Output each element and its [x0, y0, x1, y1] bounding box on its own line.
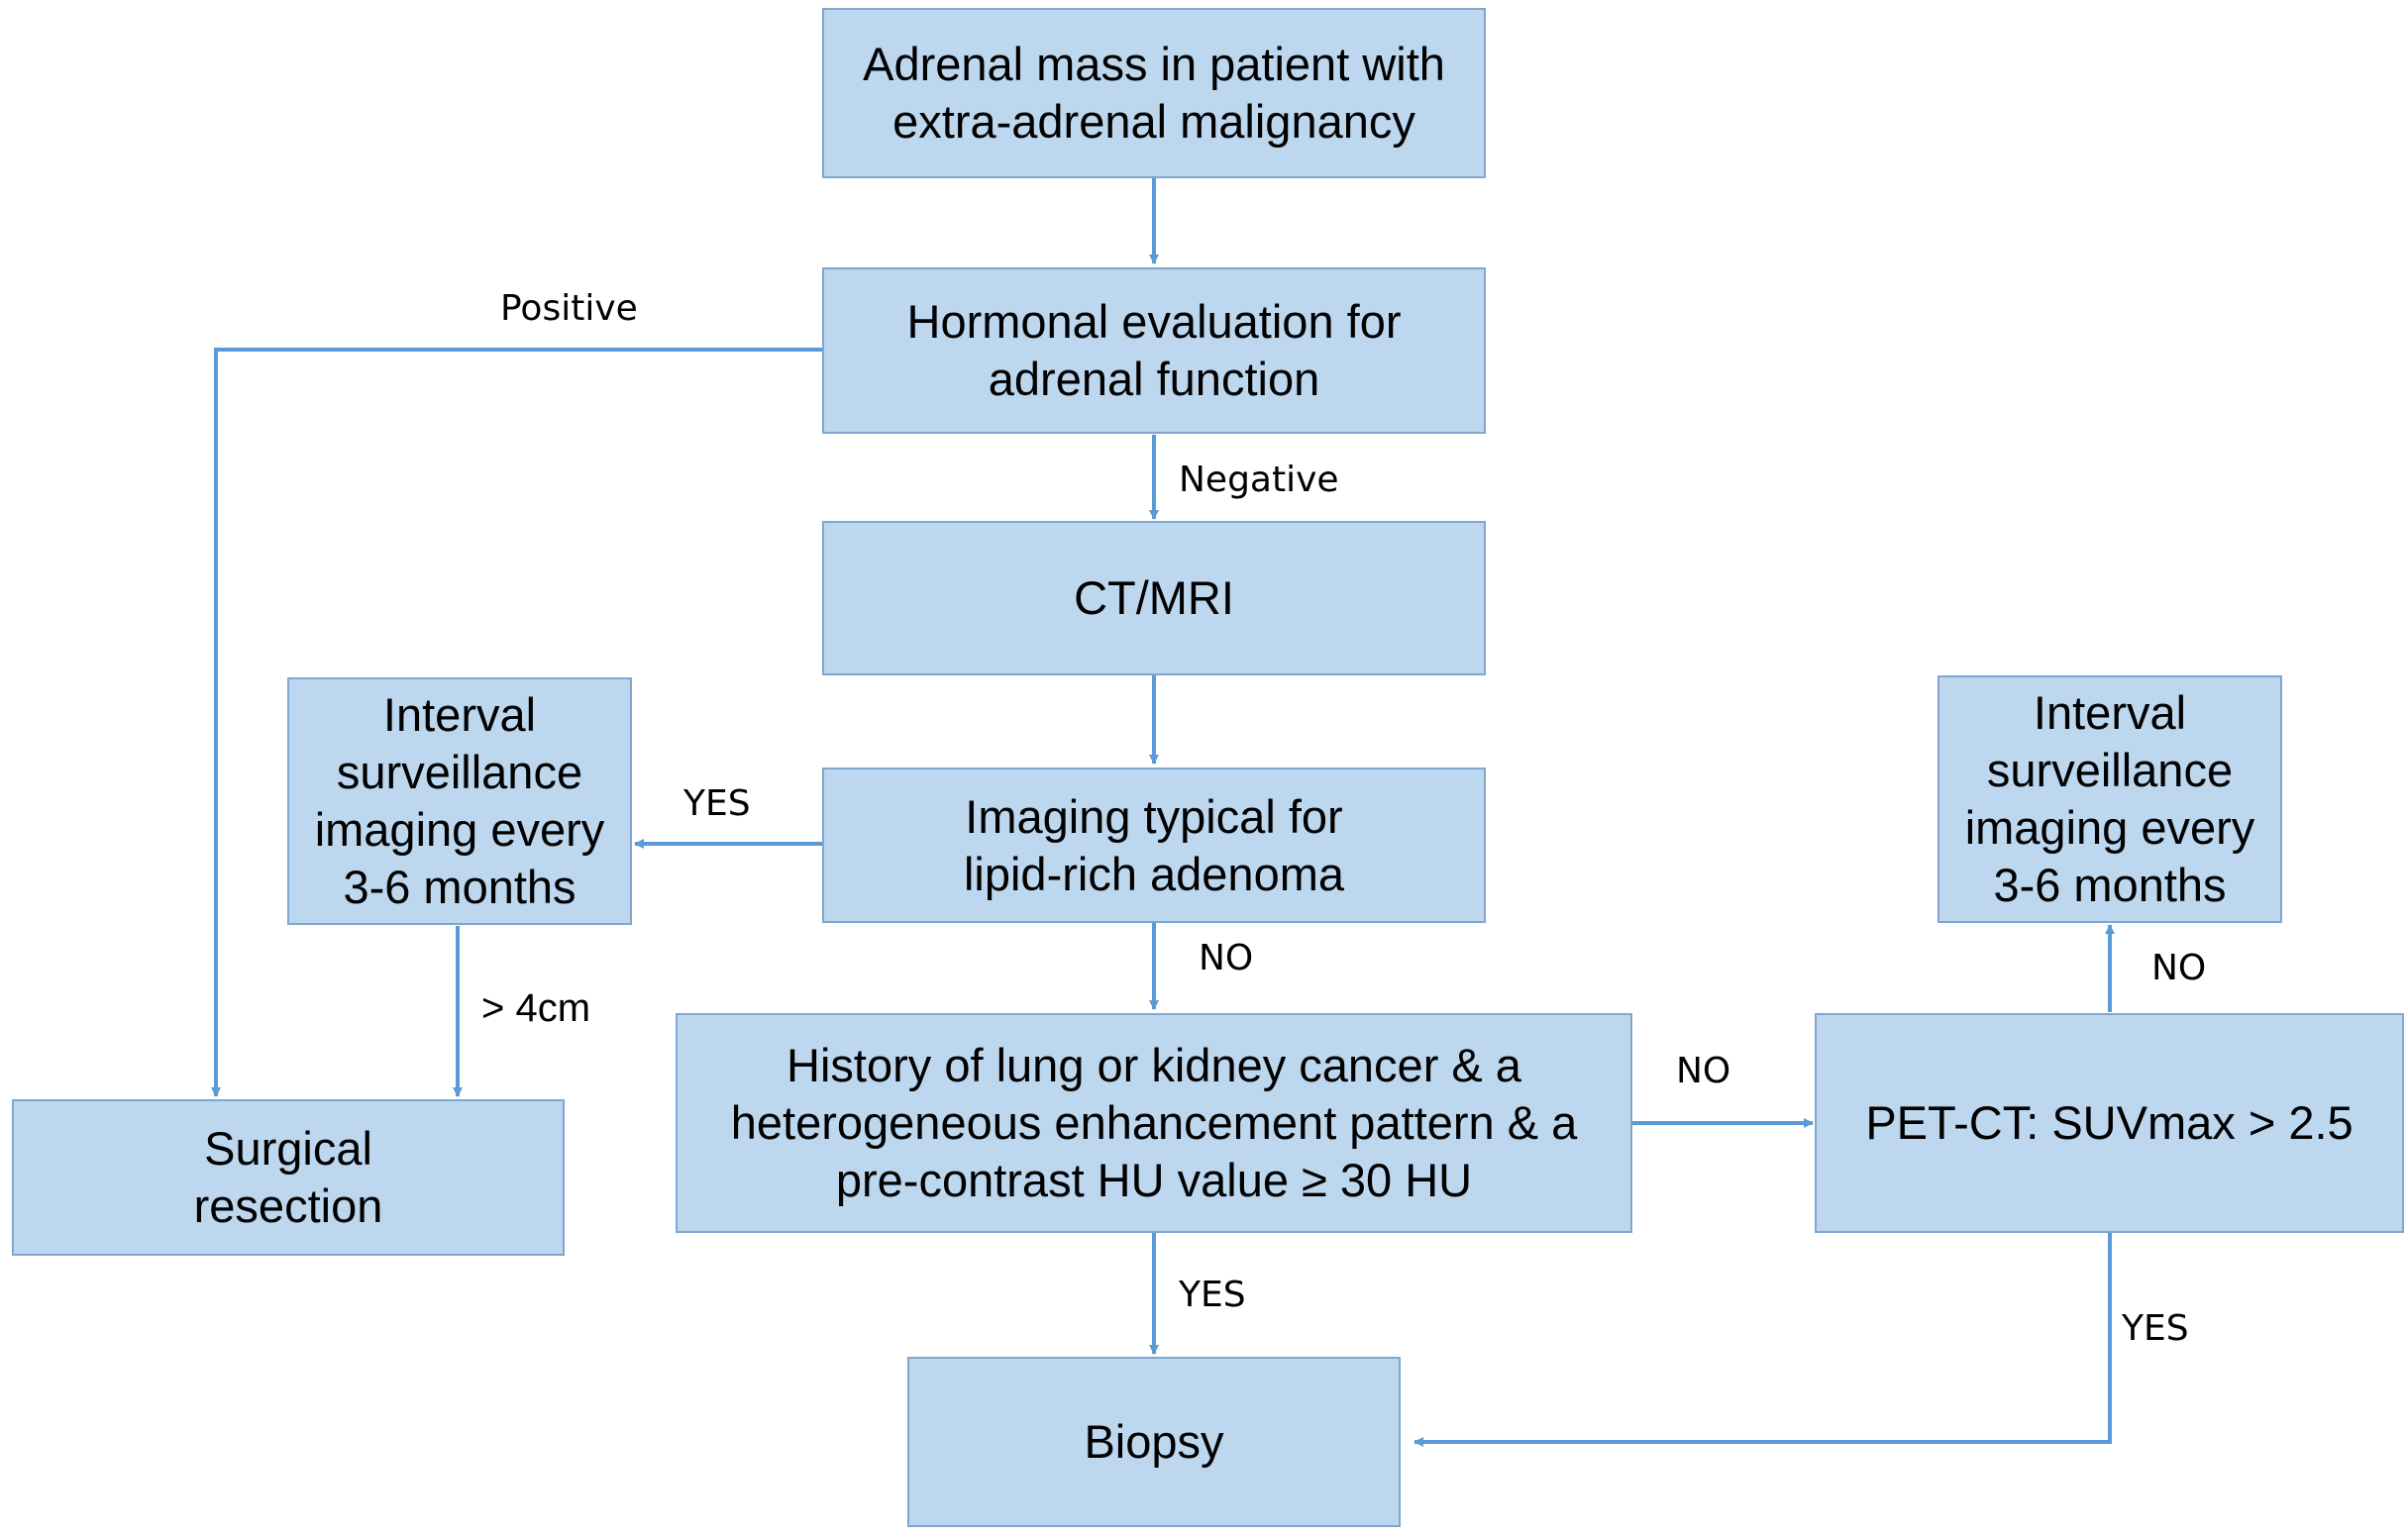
node-biopsy-line-1: Biopsy — [1084, 1415, 1224, 1468]
node-surveillance-right-line-4: 3-6 months — [1993, 859, 2227, 911]
node-hormonal-line-1: Hormonal evaluation for — [906, 295, 1402, 348]
node-start-line-1: Adrenal mass in patient with — [863, 38, 1445, 90]
node-surgical-line-2: resection — [193, 1179, 383, 1232]
node-start-line-2: extra-adrenal malignancy — [892, 95, 1415, 148]
node-ct-mri: CT/MRI — [822, 521, 1486, 675]
label-yes-surveillance: YES — [683, 783, 751, 824]
node-surveillance-right: Interval surveillance imaging every 3-6 … — [1937, 675, 2282, 923]
label-no-history: NO — [1199, 938, 1254, 978]
node-imaging-typical: Imaging typical for lipid-rich adenoma — [822, 768, 1486, 923]
node-surveillance-right-line-3: imaging every — [1964, 801, 2255, 854]
node-surveillance-right-line-2: surveillance — [1986, 744, 2234, 796]
label-no-pet: NO — [1676, 1051, 1731, 1091]
node-surgical-resection: Surgical resection — [12, 1099, 565, 1256]
node-ctmri-line-1: CT/MRI — [1074, 571, 1234, 624]
node-surveillance-right-line-1: Interval — [2033, 686, 2187, 739]
node-pet-ct: PET-CT: SUVmax > 2.5 — [1815, 1013, 2404, 1233]
label-size: > 4cm — [481, 986, 591, 1030]
label-positive: Positive — [500, 288, 638, 329]
node-history-line-3: pre-contrast HU value ≥ 30 HU — [835, 1154, 1473, 1206]
node-surveillance-left-line-3: imaging every — [314, 803, 605, 856]
label-yes-pet-biopsy: YES — [2122, 1308, 2189, 1349]
node-imaging-line-2: lipid-rich adenoma — [963, 847, 1345, 900]
label-negative: Negative — [1179, 460, 1339, 500]
node-history-criteria: History of lung or kidney cancer & a het… — [676, 1013, 1632, 1233]
label-yes-biopsy: YES — [1179, 1275, 1246, 1315]
node-biopsy: Biopsy — [907, 1357, 1401, 1527]
node-hormonal-line-2: adrenal function — [988, 353, 1320, 405]
edge-hormonal-to-surgical — [211, 348, 822, 1097]
node-surgical-line-1: Surgical — [204, 1122, 372, 1175]
node-surveillance-left-line-1: Interval — [382, 688, 537, 741]
node-hormonal-evaluation: Hormonal evaluation for adrenal function — [822, 267, 1486, 434]
node-start: Adrenal mass in patient with extra-adren… — [822, 8, 1486, 178]
node-pet-line-1: PET-CT: SUVmax > 2.5 — [1865, 1096, 2354, 1149]
node-surveillance-left-line-4: 3-6 months — [343, 861, 576, 913]
node-imaging-line-1: Imaging typical for — [965, 789, 1343, 843]
edge-pet-to-biopsy — [1413, 1233, 2112, 1447]
node-surveillance-left-line-2: surveillance — [336, 746, 583, 798]
label-no-surveillance: NO — [2151, 948, 2207, 988]
node-history-line-1: History of lung or kidney cancer & a — [786, 1039, 1521, 1091]
node-history-line-2: heterogeneous enhancement pattern & a — [730, 1096, 1578, 1149]
node-surveillance-left: Interval surveillance imaging every 3-6 … — [287, 677, 632, 925]
